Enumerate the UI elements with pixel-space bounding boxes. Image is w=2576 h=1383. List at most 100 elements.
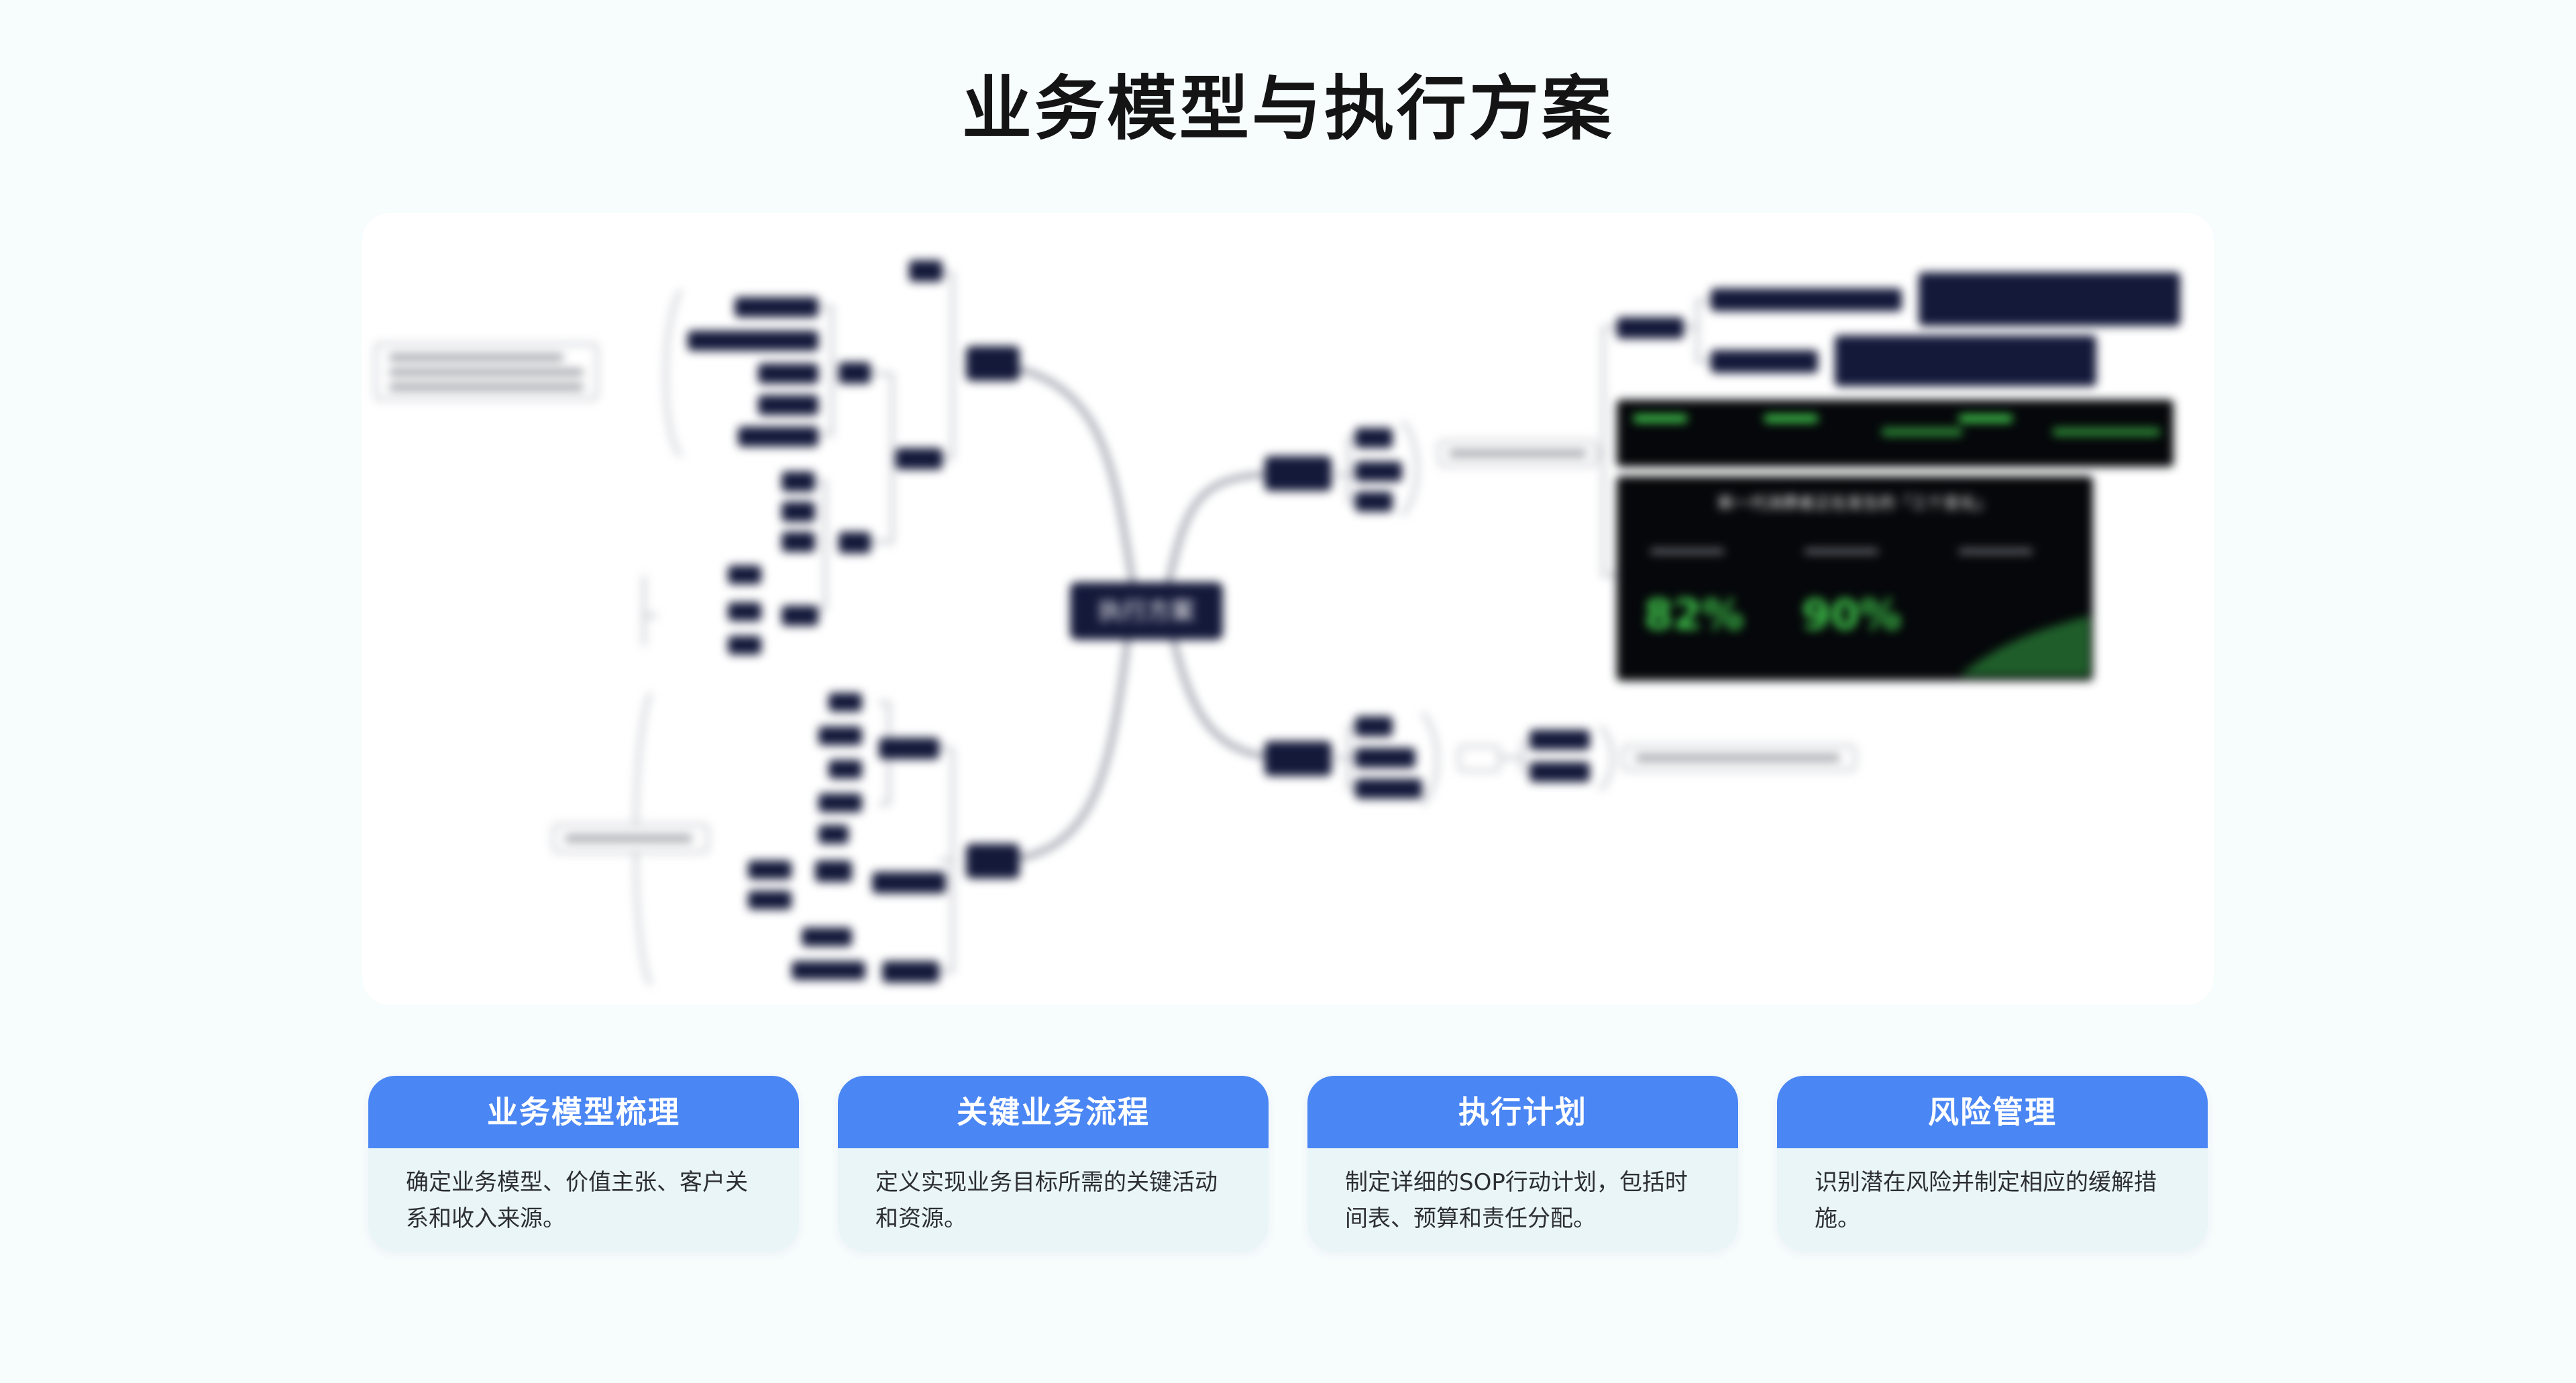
mindmap-node xyxy=(1355,716,1393,736)
mindmap-graphic: 执行方案 xyxy=(374,260,2180,986)
dashboard-metric xyxy=(2053,428,2160,436)
connector-line xyxy=(862,458,894,543)
dashboard-stat-2: 90% xyxy=(1802,590,1901,639)
mindmap-node xyxy=(1355,461,1402,482)
mindmap-node xyxy=(728,565,761,584)
connector-line xyxy=(861,371,894,458)
mindmap-image: 执行方案 xyxy=(362,213,2214,1005)
mindmap-node xyxy=(1711,350,1818,373)
mindmap-node xyxy=(1265,741,1332,776)
mindmap-node xyxy=(802,928,852,946)
mindmap-node xyxy=(815,861,852,882)
branch-line xyxy=(992,588,1136,863)
dashboard-label xyxy=(1650,549,1724,554)
card-title: 业务模型梳理 xyxy=(368,1076,799,1148)
mindmap-node xyxy=(1265,456,1332,491)
mindmap-node xyxy=(818,825,849,844)
mindmap-node xyxy=(966,346,1020,381)
card-title: 关键业务流程 xyxy=(838,1076,1269,1148)
mindmap-node xyxy=(758,364,818,384)
note-text-line xyxy=(389,369,584,376)
card-title: 执行计划 xyxy=(1307,1076,1738,1148)
mindmap-node xyxy=(782,502,815,522)
connector-line xyxy=(1597,326,1623,577)
brace-line xyxy=(1421,712,1439,806)
brace-line xyxy=(1401,420,1419,516)
mindmap-node xyxy=(966,844,1020,879)
card-key-processes: 关键业务流程 定义实现业务目标所需的关键活动和资源。 xyxy=(838,1076,1269,1252)
mindmap-node xyxy=(879,738,939,759)
mindmap-node xyxy=(896,448,943,469)
mindmap-node xyxy=(782,532,815,552)
dashboard-wave xyxy=(1959,616,2090,676)
connector-line xyxy=(822,306,833,436)
mindmap-node xyxy=(748,891,792,909)
dashboard-metric xyxy=(1764,414,1818,423)
branch-line xyxy=(1165,471,1285,590)
connector-line xyxy=(643,575,657,646)
connector-line xyxy=(925,269,954,364)
connector-line xyxy=(1335,725,1358,790)
card-description: 定义实现业务目标所需的关键活动和资源。 xyxy=(875,1169,1218,1232)
mindmap-node xyxy=(1355,428,1393,448)
central-node xyxy=(1070,582,1223,640)
feature-cards: 业务模型梳理 确定业务模型、价值主张、客户关系和收入来源。 关键业务流程 定义实… xyxy=(368,1076,2208,1252)
note-text-line xyxy=(1449,450,1587,457)
brace-line xyxy=(664,289,682,457)
note-text-line xyxy=(1635,755,1840,761)
mindmap-node xyxy=(1355,748,1415,768)
connector-line xyxy=(818,480,826,610)
mindmap-node xyxy=(1711,288,1902,311)
mindmap-node xyxy=(818,726,862,745)
connector-line xyxy=(929,364,954,459)
dashboard-metric xyxy=(1959,414,2012,423)
mindmap-node xyxy=(1529,730,1590,750)
mindmap-node xyxy=(1617,317,1684,339)
mindmap-node xyxy=(1835,335,2096,386)
card-title: 风险管理 xyxy=(1777,1076,2208,1148)
connector-line xyxy=(1496,740,1524,773)
dashboard-label xyxy=(1959,549,2033,554)
mindmap-node xyxy=(758,395,818,415)
note-text-line xyxy=(565,835,692,842)
mindmap-node xyxy=(728,602,761,621)
mindmap-node xyxy=(1355,492,1393,512)
mindmap-node xyxy=(839,362,871,384)
mindmap-node xyxy=(872,872,946,893)
card-execution-plan: 执行计划 制定详细的SOP行动计划，包括时间表、预算和责任分配。 xyxy=(1307,1076,1738,1252)
dashboard-panel xyxy=(1617,476,2093,681)
mindmap-node xyxy=(818,793,862,812)
mindmap-node xyxy=(728,636,761,655)
mindmap-node xyxy=(828,760,862,779)
note-text-line xyxy=(389,384,584,390)
card-description: 制定详细的SOP行动计划，包括时间表、预算和责任分配。 xyxy=(1345,1169,1688,1232)
connector-line xyxy=(1335,437,1359,503)
dashboard-stat-1: 82% xyxy=(1644,590,1743,639)
dashboard-metric xyxy=(1633,414,1687,423)
mindmap-node xyxy=(782,606,818,626)
mindmap-node xyxy=(748,861,792,879)
mindmap-node xyxy=(882,961,939,983)
mindmap-node xyxy=(688,331,818,351)
card-risk-management: 风险管理 识别潜在风险并制定相应的缓解措施。 xyxy=(1777,1076,2208,1252)
connector-line xyxy=(1684,299,1711,362)
card-description: 确定业务模型、价值主张、客户关系和收入来源。 xyxy=(406,1169,748,1232)
mindmap-node xyxy=(828,693,862,712)
mindmap-node xyxy=(1355,779,1422,799)
mindmap-node xyxy=(909,260,943,282)
central-node-label: 执行方案 xyxy=(1098,598,1195,625)
page-title: 业务模型与执行方案 xyxy=(961,68,1614,150)
note-box xyxy=(1458,745,1501,772)
dashboard-heading: 新一代消费者正在发生的「三个变化」 xyxy=(1718,494,1992,512)
connector-line xyxy=(879,702,890,805)
mindmap-node xyxy=(782,472,815,492)
card-business-model: 业务模型梳理 确定业务模型、价值主张、客户关系和收入来源。 xyxy=(368,1076,799,1252)
mindmap-node xyxy=(839,532,871,553)
mindmap-node xyxy=(1529,762,1590,782)
mindmap-node xyxy=(735,297,818,317)
branch-line xyxy=(992,362,1136,590)
connector-line xyxy=(938,745,954,861)
dashboard-metric xyxy=(1882,428,1962,436)
mindmap-node xyxy=(738,427,818,447)
mindmap-node xyxy=(792,961,865,980)
